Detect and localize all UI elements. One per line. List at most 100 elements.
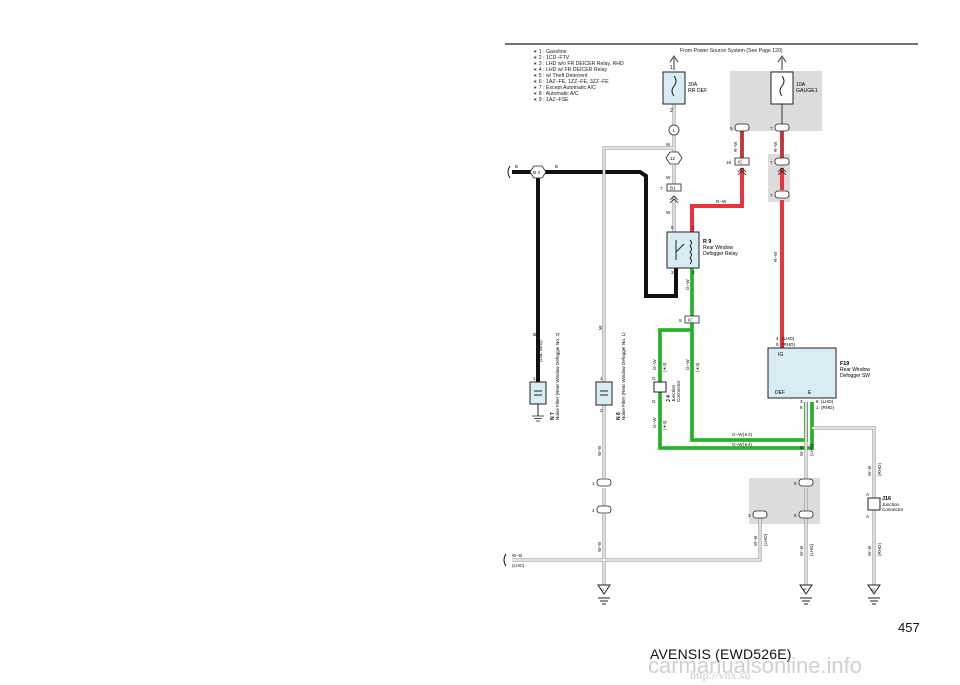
ground-iq bbox=[867, 584, 881, 595]
fuse-rr-def: 1 2 30A RR DEF bbox=[662, 55, 707, 114]
note-4: ∗ 4 : LHD w/ FR DEICER Relay bbox=[533, 67, 608, 73]
n7-wire2: (L/B, W/G) bbox=[538, 340, 543, 362]
power-source-note: From Power Source System (See Page 120) bbox=[680, 48, 783, 54]
connector-l1 bbox=[596, 478, 612, 487]
ground-iq-label: IQ bbox=[871, 587, 875, 592]
wire-label-wb4: W−B bbox=[753, 536, 758, 546]
switch-e-label: E bbox=[808, 390, 812, 396]
noise-filter-n7: 1 N 7 Noise Filter (Rear Window Defogger… bbox=[529, 332, 560, 422]
wire-break-left-b bbox=[507, 165, 511, 179]
j4-code: J 4 bbox=[666, 395, 672, 402]
ground-ip bbox=[799, 584, 813, 595]
fuse-gauge1: 10A GAUGE1 bbox=[770, 55, 818, 124]
note-2: ∗ 2 : 1CD−FTV bbox=[533, 55, 570, 61]
fuse-rr-def-name: RR DEF bbox=[688, 88, 707, 94]
j4-pin-g2: G bbox=[652, 399, 656, 404]
connector-l4 bbox=[596, 505, 612, 514]
n6-code: N 6 bbox=[616, 412, 622, 420]
black-wire-b bbox=[512, 170, 678, 382]
wire-labels: W W W B B R−W R−W R−W R−W G−W G−W (∗4) G… bbox=[512, 141, 882, 568]
switch-code: F19 bbox=[840, 361, 849, 367]
relay-pin-2: 2 bbox=[692, 270, 695, 275]
fuse-rr-def-pin-bottom: 2 bbox=[670, 108, 673, 114]
relay-pin-5: 5 bbox=[671, 225, 674, 230]
model-code: AVENSIS (EWD526E) bbox=[650, 646, 792, 662]
connectors: 1 12 B 4 B1 7 IC 18 5 7 7 7 IC 9 1 4 3 6… bbox=[529, 123, 814, 519]
connector-gauge-right-pin: 7 bbox=[770, 126, 773, 131]
junction-j4: G G J 4 Junction Connector bbox=[652, 376, 681, 404]
switch-pin-4-lhd: (LHD) bbox=[782, 336, 795, 341]
wire-label-wb1: W−B bbox=[597, 446, 602, 456]
connector-12-label: 12 bbox=[670, 156, 676, 161]
wire-label-gw3-note: (∗3) bbox=[695, 362, 700, 372]
switch-name-1: Rear Window bbox=[840, 367, 870, 373]
chevron-r2-icon bbox=[777, 167, 787, 176]
connector-b1-pin: 7 bbox=[660, 186, 663, 191]
wire-break-left-wb bbox=[503, 553, 507, 567]
note-5: ∗ 5 : w/ Theft Deterrent bbox=[533, 73, 588, 79]
note-3: ∗ 3 : LHD w/o FR DEICER Relay, RHD bbox=[533, 61, 624, 67]
switch-pin-5-rhd: (RHD) bbox=[782, 342, 795, 347]
j16-code: J16 bbox=[882, 496, 891, 502]
switch-pin-5: 5 bbox=[776, 342, 779, 347]
wire-label-wb3: W−B bbox=[799, 446, 804, 456]
relay-name-1: Rear Window bbox=[703, 245, 733, 251]
switch-pin-3: 3 bbox=[800, 399, 803, 404]
n6-pin1: 1 bbox=[600, 376, 603, 381]
note-8: ∗ 8 : Automatic A/C bbox=[533, 91, 579, 97]
wire-label-w3: W bbox=[666, 210, 671, 215]
wire-label-rw1: R−W bbox=[733, 141, 738, 152]
ground-ij bbox=[597, 584, 611, 595]
switch-f19: IG DEF E F19 Rear Window Defogger SW 4 (… bbox=[767, 336, 870, 410]
wire-label-gw2: G−W bbox=[652, 359, 657, 370]
note-7: ∗ 7 : Except Automatic A/C bbox=[533, 85, 596, 91]
connector-9-label: IC bbox=[688, 318, 693, 323]
connector-b4 bbox=[529, 165, 547, 179]
page-number: 457 bbox=[898, 620, 920, 635]
connector-12 bbox=[665, 151, 683, 165]
connector-b8 bbox=[798, 478, 814, 487]
connector-9 bbox=[684, 315, 700, 324]
wire-label-gw-star3: G−W(∗3) bbox=[732, 432, 753, 437]
switch-pin-1: 1 bbox=[816, 405, 819, 410]
n6-name: Noise Filter (Rear Window Defogger No. 1… bbox=[621, 332, 626, 420]
switch-pin-8-lhd: (LHD) bbox=[821, 399, 834, 404]
relay-pin-3: 3 bbox=[671, 270, 674, 275]
wire-label-wb7: W−B bbox=[867, 546, 872, 556]
wire-label-lhd1: (LHD) bbox=[809, 443, 814, 456]
connector-gauge-left-pin: 5 bbox=[730, 126, 733, 131]
relay-code: R 9 bbox=[703, 239, 711, 245]
watermark: carmanualsonline.info bbox=[648, 653, 863, 678]
switch-def-label: DEF bbox=[775, 390, 785, 396]
n7-code: N 7 bbox=[550, 412, 556, 420]
connector-l4-pin: 4 bbox=[592, 508, 595, 513]
j4-pin-g1: G bbox=[652, 376, 656, 381]
switch-pin-1-rhd: (RHD) bbox=[821, 405, 834, 410]
wire-label-gw-star4: G−W(∗4) bbox=[732, 442, 753, 447]
wire-label-b2: B bbox=[555, 164, 558, 169]
connector-1 bbox=[668, 124, 680, 136]
connector-ic1-pin: 18 bbox=[726, 160, 732, 165]
wire-label-wb5: W−B bbox=[799, 546, 804, 556]
connector-9-pin: 9 bbox=[679, 318, 682, 323]
connector-b1 bbox=[666, 183, 682, 192]
watermark-url: http://vnx.su bbox=[690, 668, 751, 682]
connector-r3 bbox=[774, 190, 790, 199]
ground-ip-label: IP bbox=[803, 587, 807, 592]
connector-b3 bbox=[752, 510, 768, 519]
connector-b3-pin: 3 bbox=[748, 513, 751, 518]
wire-label-wb2: W−B bbox=[597, 542, 602, 552]
wire-label-rhd1: (RHD) bbox=[877, 463, 882, 476]
connector-gauge-right bbox=[774, 123, 790, 132]
relay-r9: 5 1 3 2 R 9 Rear Window Defogger Relay bbox=[666, 225, 738, 275]
wire-label-wb-left-lhd: (LHD) bbox=[512, 563, 525, 568]
chevron-ic1-icon bbox=[737, 167, 747, 176]
wire-label-gw3: G−W bbox=[685, 359, 690, 370]
note-9: ∗ 9 : 1AZ−FSE bbox=[533, 97, 569, 103]
j16-name-2: Connector bbox=[882, 507, 904, 512]
wire-label-gw1: G−W bbox=[685, 279, 690, 290]
connector-b1-label: B1 bbox=[670, 186, 676, 191]
wire-label-rw2: R−W bbox=[773, 141, 778, 152]
